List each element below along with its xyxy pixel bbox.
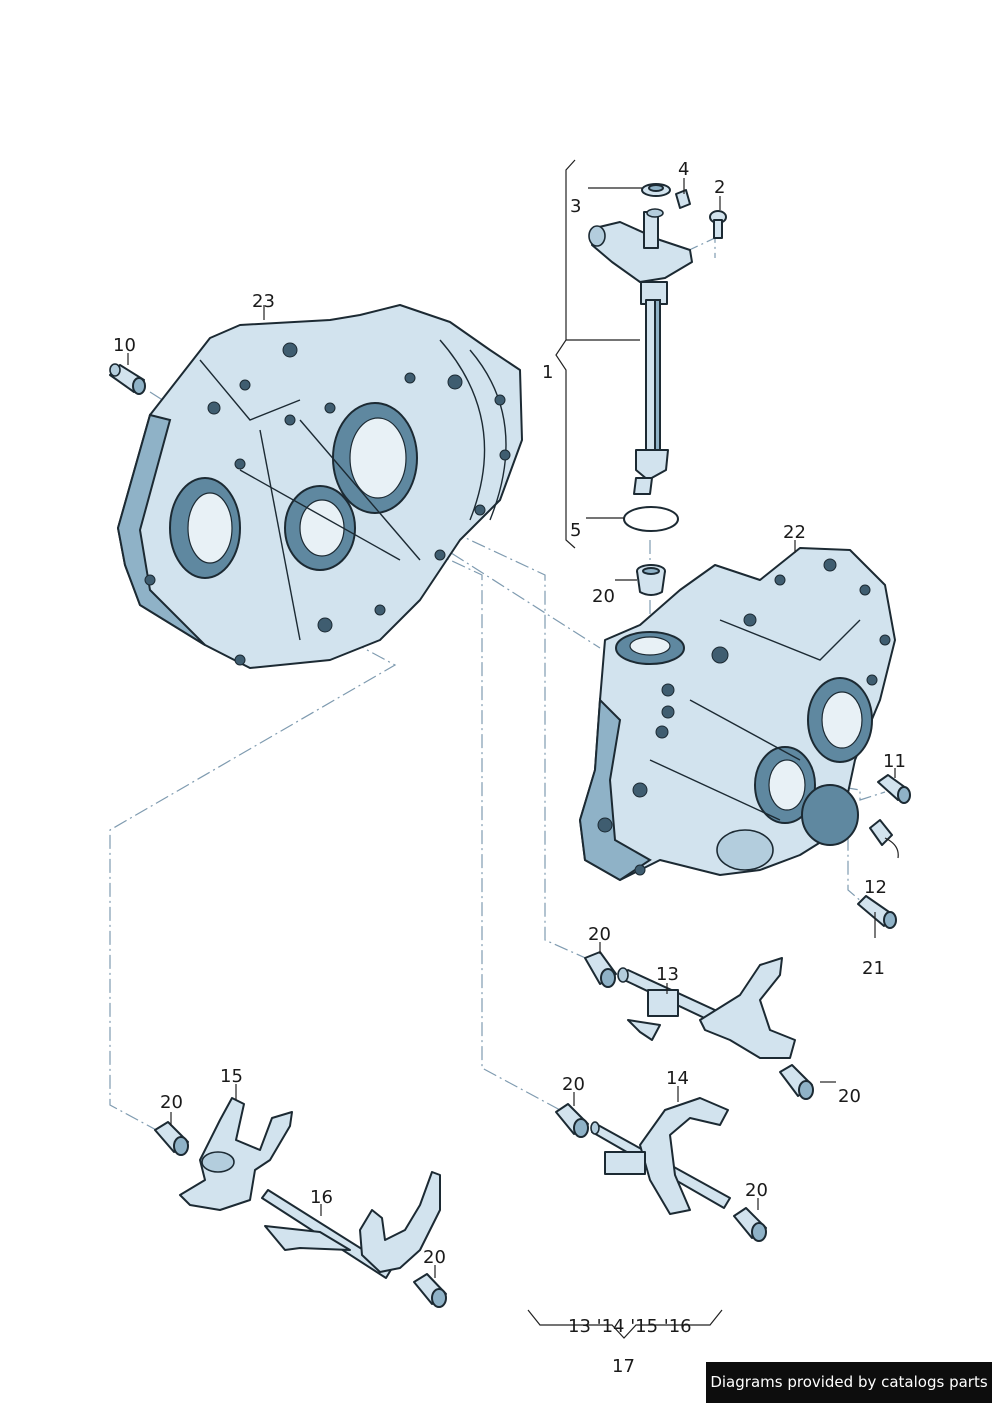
bushing-20-f	[413, 1273, 447, 1308]
selector-fork-15	[179, 1097, 293, 1211]
bushing-20-e	[154, 1121, 189, 1156]
callout-14: 14	[666, 1068, 689, 1089]
selector-fork-16	[261, 1171, 441, 1279]
callout-15: 15	[220, 1066, 243, 1087]
selector-fork-13	[617, 957, 796, 1059]
callout-20-fork15: 20	[160, 1092, 183, 1113]
callout-10: 10	[113, 335, 136, 356]
callout-4: 4	[678, 159, 689, 180]
clutch-housing-23	[116, 304, 523, 669]
sensor-21	[857, 895, 897, 929]
selector-shaft-1	[588, 208, 693, 495]
callout-3: 3	[570, 196, 581, 217]
gearbox-housing-22	[578, 547, 896, 882]
bushing-20-b	[779, 1064, 814, 1100]
switch-11	[877, 774, 911, 804]
sender-12	[869, 819, 899, 859]
bushing-20-a	[584, 951, 617, 988]
callout-21: 21	[862, 958, 885, 979]
callout-labels: 1 2 3 4 5 10 11 12 13 14 15 16 17 20 20 …	[113, 159, 906, 1377]
callout-2: 2	[714, 177, 725, 198]
bushing-20-d	[733, 1207, 767, 1242]
callout-5: 5	[570, 520, 581, 541]
bolt-2	[709, 210, 727, 239]
selector-fork-14	[590, 1097, 731, 1215]
bushing-20-shaft	[636, 564, 666, 596]
callout-20-fork13: 20	[588, 924, 611, 945]
cap-4	[675, 189, 691, 209]
callout-17: 17	[612, 1356, 635, 1377]
callout-leaders	[127, 159, 896, 1339]
callout-11: 11	[883, 751, 906, 772]
callout-20-fork16: 20	[423, 1247, 446, 1268]
plug-10	[109, 363, 146, 395]
callout-20-fork14-right: 20	[745, 1180, 768, 1201]
callout-22: 22	[783, 522, 806, 543]
group-label-13-16: 13 '14 '15 '16	[568, 1316, 692, 1337]
callout-20-fork14: 20	[562, 1074, 585, 1095]
callout-20-fork13-right: 20	[838, 1086, 861, 1107]
callout-23: 23	[252, 291, 275, 312]
callout-16: 16	[310, 1187, 333, 1208]
callout-1: 1	[542, 362, 553, 383]
footer-credit-badge: Diagrams provided by catalogs parts	[706, 1362, 992, 1403]
seal-3	[641, 183, 671, 197]
callout-13: 13	[656, 964, 679, 985]
bushing-20-c	[555, 1103, 589, 1138]
callout-20-shaft: 20	[592, 586, 615, 607]
o-ring-5	[623, 506, 679, 532]
callout-12: 12	[864, 877, 887, 898]
